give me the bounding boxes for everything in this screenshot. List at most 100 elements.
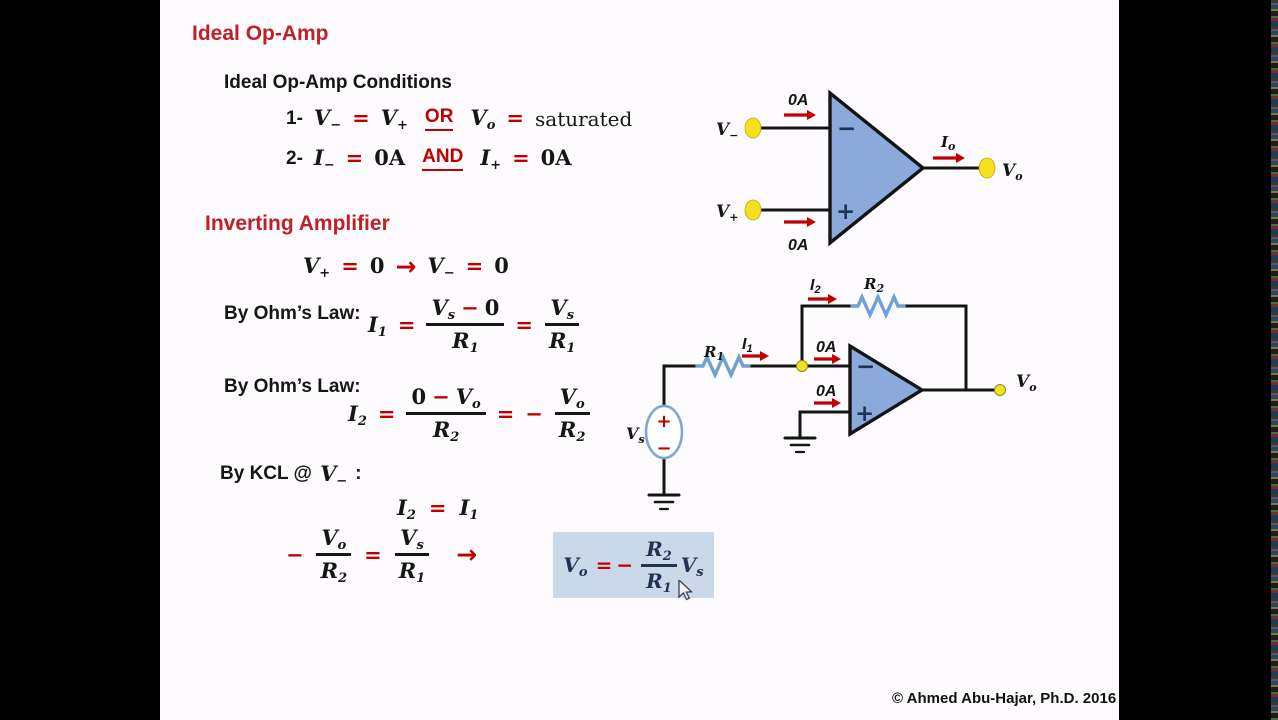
current-arrow xyxy=(742,351,769,361)
zero-value: 0 xyxy=(369,253,385,279)
math-var: I+ xyxy=(480,145,502,174)
resistor-r1 xyxy=(695,352,751,380)
source-plus-sign: + xyxy=(656,411,671,432)
condition-2: 2- I− = 0A AND I+ = 0A xyxy=(286,145,572,174)
noninverting-input-sign: + xyxy=(855,401,874,427)
math-var: I− xyxy=(313,145,335,174)
ohms-law-label-2: By Ohm’s Law: xyxy=(224,376,361,397)
current-arrow xyxy=(808,294,837,304)
current-arrow xyxy=(784,110,816,120)
fraction: Vs R1 xyxy=(394,525,431,585)
item-number: 2- xyxy=(286,147,303,169)
math-var: Vo xyxy=(470,105,496,134)
vo-label: Vo xyxy=(1016,372,1037,394)
ohms-law-label-1: By Ohm’s Law: xyxy=(224,303,361,324)
saturated-text: saturated xyxy=(535,106,633,131)
minus-sign: − xyxy=(461,295,479,320)
fraction: Vo R2 xyxy=(554,384,591,444)
final-equation: − Vo R2 = Vs R1 → xyxy=(286,525,478,585)
current-arrow xyxy=(814,354,841,364)
math-var: Vo xyxy=(563,552,588,580)
terminal-vout xyxy=(978,157,996,179)
io-label: Io xyxy=(940,133,955,153)
fraction: Vo R2 xyxy=(316,525,353,585)
equals-sign: = xyxy=(496,400,515,426)
zero-amp-label: 0A xyxy=(788,237,808,254)
fraction: R2 R1 xyxy=(641,537,677,595)
equals-sign: = xyxy=(512,145,530,171)
math-var: V− xyxy=(427,253,455,282)
virtual-ground-equation: V+ = 0 → V− = 0 xyxy=(303,252,509,281)
vplus-label: V+ xyxy=(716,202,738,224)
kcl-equation: I2 = I1 xyxy=(397,495,479,523)
node-vminus xyxy=(796,360,808,372)
math-var: I2 xyxy=(397,495,416,523)
equals-sign: = xyxy=(345,145,364,171)
r1-label: R1 xyxy=(703,343,724,363)
node-vout xyxy=(994,384,1006,396)
zero-amp-label: 0A xyxy=(816,339,836,356)
terminal-vplus xyxy=(744,199,762,221)
minus-sign: − xyxy=(616,552,634,577)
minus-sign: − xyxy=(525,400,543,426)
math-var: I1 xyxy=(368,311,387,340)
minus-sign: − xyxy=(286,541,304,567)
vs-label: Vs xyxy=(626,424,645,446)
wire xyxy=(798,410,852,440)
condition-1: 1- V− = V+ OR Vo = saturated xyxy=(286,105,633,134)
wire xyxy=(662,364,699,408)
implies-arrow-icon: → xyxy=(456,540,478,570)
zero-amp-value: 0A xyxy=(374,145,406,171)
current-arrow xyxy=(933,153,965,163)
r2-label: R2 xyxy=(863,275,884,295)
result-highlight-box: Vo = − R2 R1 Vs xyxy=(553,532,714,598)
equals-sign: = xyxy=(352,105,370,131)
equals-sign: = xyxy=(364,541,382,567)
zero-value: 0 xyxy=(494,253,509,279)
current-arrow xyxy=(814,398,841,408)
item-number: 1- xyxy=(286,107,303,129)
zero-amp-value: 0A xyxy=(540,145,572,171)
inverting-input-sign: − xyxy=(856,354,875,380)
section-heading: Inverting Amplifier xyxy=(205,212,390,235)
equals-sign: = xyxy=(341,253,359,279)
minus-sign: − xyxy=(432,384,450,409)
math-var: V+ xyxy=(380,105,408,134)
vminus-label: V− xyxy=(716,120,738,142)
or-keyword: OR xyxy=(424,106,454,131)
vo-label: Vo xyxy=(1002,161,1023,183)
mouse-cursor-icon xyxy=(678,580,693,601)
terminal-vminus xyxy=(744,117,762,139)
math-var: I1 xyxy=(459,495,479,523)
i2-label: I2 xyxy=(810,277,821,296)
math-var: V− xyxy=(320,461,348,489)
current-arrow xyxy=(784,217,816,227)
fraction: Vs R1 xyxy=(544,295,581,355)
resistor-r2 xyxy=(850,292,906,320)
zero-amp-label: 0A xyxy=(788,92,808,109)
page-title: Ideal Op-Amp xyxy=(192,22,329,45)
wire xyxy=(902,304,968,392)
math-var: V− xyxy=(313,105,342,134)
noninverting-input-sign: + xyxy=(836,199,855,225)
zero-amp-label: 0A xyxy=(816,383,836,400)
and-keyword: AND xyxy=(422,146,464,171)
implies-arrow-icon: → xyxy=(395,252,417,281)
math-var: Vs xyxy=(680,552,704,580)
kcl-label: By KCL @ V− : xyxy=(220,461,362,489)
fraction: 0 − Vo R2 xyxy=(406,384,486,444)
inverting-input-sign: − xyxy=(837,116,856,142)
ground-symbol xyxy=(647,493,681,511)
fraction: Vs − 0 R1 xyxy=(426,295,505,355)
math-var: V+ xyxy=(303,253,331,282)
equals-sign: = xyxy=(515,311,533,337)
ground-symbol xyxy=(783,436,817,454)
voltage-source xyxy=(644,404,684,460)
equals-sign: = xyxy=(377,400,396,426)
slide-background xyxy=(160,0,1119,720)
math-var: I2 xyxy=(348,400,367,429)
equals-sign: = xyxy=(465,253,484,279)
op-amp-triangle xyxy=(848,342,926,438)
equals-sign: = xyxy=(397,311,416,337)
